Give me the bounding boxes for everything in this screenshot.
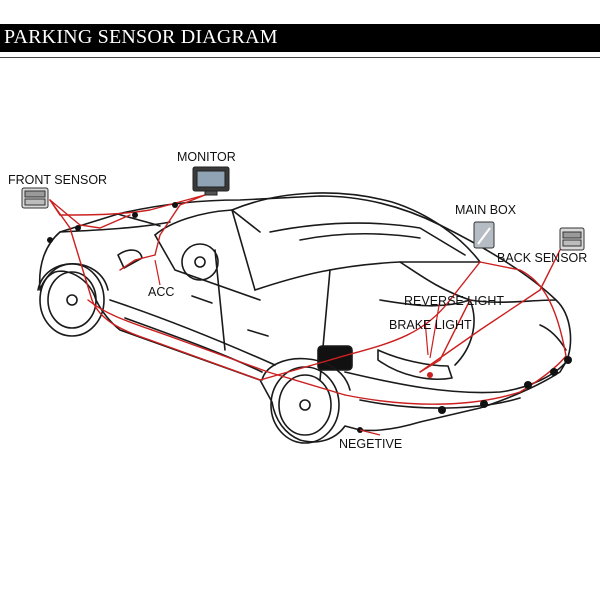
label-front-sensor: FRONT SENSOR — [8, 173, 107, 187]
label-pointers — [154, 259, 441, 436]
front-sensor-unit — [21, 187, 49, 209]
label-back-sensor: BACK SENSOR — [497, 251, 587, 265]
sensor-dot — [47, 237, 53, 243]
divider — [0, 57, 600, 58]
sensor-dot — [564, 356, 572, 364]
main-box-unit — [473, 221, 495, 249]
wiring-harness — [49, 194, 567, 405]
title-bar: PARKING SENSOR DIAGRAM — [0, 24, 600, 52]
label-negetive: NEGETIVE — [339, 437, 402, 451]
label-acc: ACC — [148, 285, 174, 299]
sensor-dot — [480, 400, 488, 408]
sensor-dot — [172, 202, 178, 208]
sensor-dot — [132, 212, 138, 218]
car-illustration — [37, 192, 572, 444]
page-title: PARKING SENSOR DIAGRAM — [4, 26, 278, 48]
label-monitor: MONITOR — [177, 150, 236, 164]
monitor-unit — [192, 166, 230, 196]
label-reverse-light: REVERSE LIGHT — [404, 294, 504, 308]
sensor-dot — [438, 406, 446, 414]
back-sensor-unit — [559, 227, 585, 251]
label-brake-light: BRAKE LIGHT — [389, 318, 472, 332]
wire-junction — [427, 372, 433, 378]
sensor-dot — [524, 381, 532, 389]
sensor-points — [47, 202, 572, 433]
label-main-box: MAIN BOX — [455, 203, 517, 217]
sensor-dot — [75, 225, 81, 231]
sensor-dot — [550, 368, 558, 376]
